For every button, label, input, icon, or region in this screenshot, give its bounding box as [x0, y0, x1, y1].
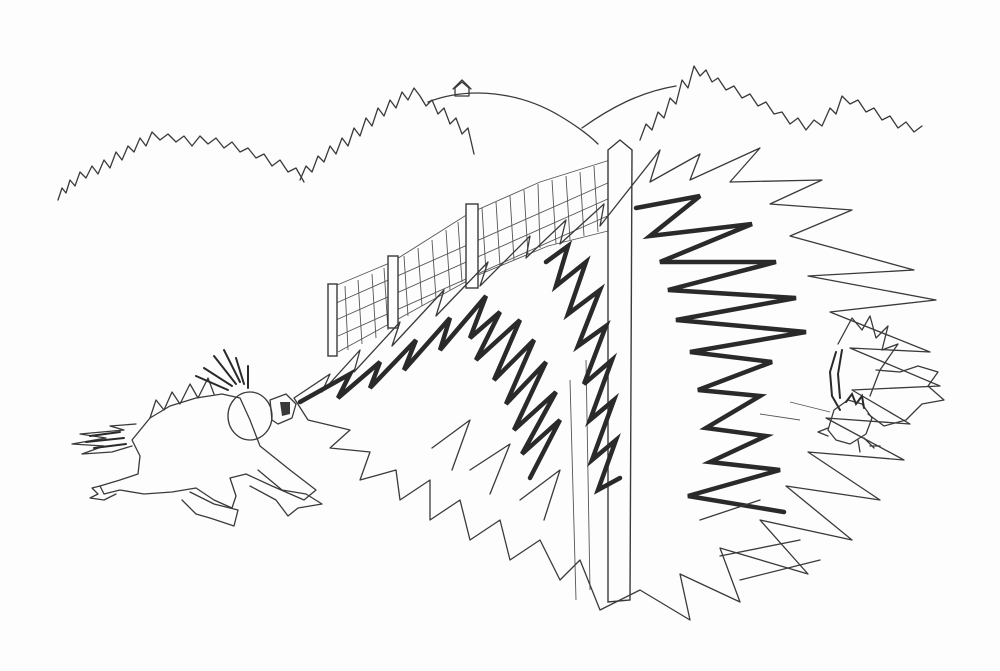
- bird-tail-feathers: [837, 315, 899, 397]
- hilltop-hut: [452, 79, 472, 97]
- wire-fence: [327, 139, 633, 603]
- creature-paw-left: [89, 485, 117, 501]
- creature-back-fur: [149, 377, 215, 419]
- small-bird: [817, 315, 945, 453]
- right-tree-ridge: [639, 65, 923, 141]
- creature-body: [99, 393, 317, 509]
- burst-inner-strokes: [431, 419, 821, 581]
- bird-beak: [817, 427, 829, 437]
- bird-comb: [845, 391, 865, 409]
- scream-burst: [293, 147, 941, 621]
- burst-heavy-zigzag-right: [633, 193, 807, 515]
- fence-post-near: [607, 139, 633, 603]
- bird-head: [827, 399, 873, 445]
- central-hill-outline: [427, 92, 599, 145]
- left-tree-ridge: [57, 131, 305, 201]
- ground-strokes: [759, 401, 831, 421]
- creature-eye: [227, 391, 273, 441]
- middle-tree-ridge: [299, 87, 475, 181]
- screaming-creature: [71, 349, 323, 527]
- burst-outer-outline: [293, 147, 941, 621]
- creature-mouth-inner: [280, 402, 290, 416]
- fence-post-middle: [465, 203, 479, 289]
- bird-feet: [857, 437, 881, 453]
- burst-heavy-zigzag-center: [543, 240, 623, 495]
- creature-open-mouth: [269, 393, 297, 425]
- background-hills: [57, 65, 923, 201]
- bird-body: [867, 365, 945, 427]
- creature-front-leg: [249, 469, 323, 517]
- fence-wire-near: [569, 359, 591, 601]
- fence-post-left: [387, 255, 399, 329]
- bird-neck: [828, 349, 843, 411]
- creature-tail-shading: [85, 431, 127, 449]
- creature-tail-fur: [71, 423, 137, 455]
- creature-head-tuft: [195, 349, 249, 391]
- fence-post-far-left: [327, 283, 338, 357]
- creature-back-leg: [181, 491, 239, 527]
- right-hill-outline: [581, 85, 677, 129]
- burst-heavy-zigzag-left: [297, 294, 562, 481]
